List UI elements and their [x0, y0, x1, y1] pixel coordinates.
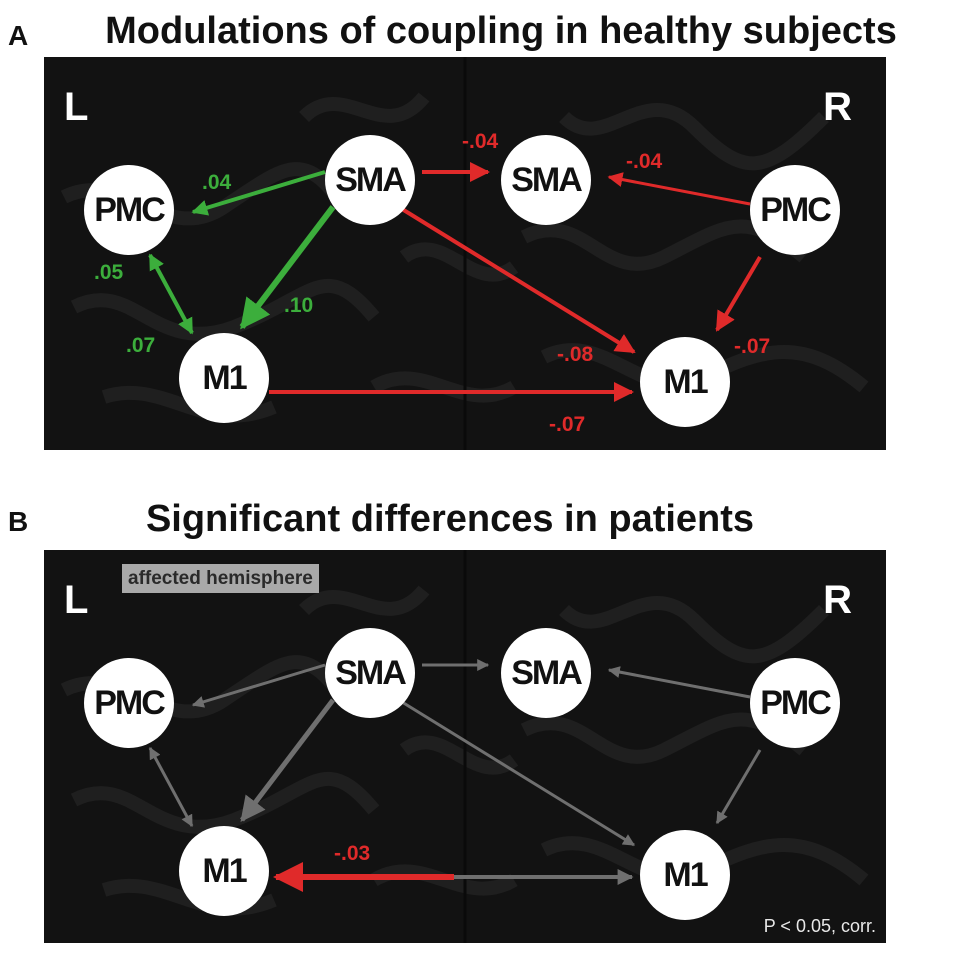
edge-pmc-l-m1-l: [148, 253, 194, 335]
weight-m1-l-to-m1-r: -.07: [549, 413, 586, 436]
node-b-m1-right: M1: [640, 830, 730, 920]
node-pmc-left: PMC: [84, 165, 174, 255]
weight-m1-l-to-pmc-l: .07: [126, 334, 156, 357]
edge-b-sma-l-to-pmc-l: [191, 663, 326, 708]
panel-b-brain-texture: [60, 550, 869, 943]
edge-b-sma-l-to-m1-r: [401, 700, 636, 847]
weight-sma-l-to-sma-r: -.04: [462, 130, 499, 153]
node-b-pmc-right: PMC: [750, 658, 840, 748]
panel-b-hemisphere-left: L: [64, 578, 89, 622]
edge-sma-l-to-pmc-l: [191, 170, 326, 216]
panel-b-title: Significant differences in patients: [145, 498, 755, 540]
weight-pmc-r-to-sma-r: -.04: [626, 150, 663, 173]
node-sma-left: SMA: [325, 135, 415, 225]
weight-sma-l-to-m1-l: .10: [284, 294, 314, 317]
weight-pmc-r-to-m1-r: -.07: [734, 335, 771, 358]
node-b-sma-right: SMA: [501, 628, 591, 718]
panel-a-hemisphere-right: R: [823, 85, 852, 129]
node-b-m1-left: M1: [179, 826, 269, 916]
edge-sma-l-to-m1-r: [400, 207, 636, 354]
panel-b-letter: B: [8, 506, 29, 537]
node-b-pmc-left: PMC: [84, 658, 174, 748]
panel-a-title: Modulations of coupling in healthy subje…: [105, 10, 897, 52]
node-pmc-right: PMC: [750, 165, 840, 255]
panel-a-brain-texture: [60, 57, 869, 450]
edge-b-pmc-r-to-m1-r: [715, 749, 762, 825]
node-m1-left: M1: [179, 333, 269, 423]
weight-sma-l-to-m1-r: -.08: [557, 343, 594, 366]
panel-b-brain-image: L R affected hemisphere SMA SMA PMC PMC …: [44, 550, 886, 943]
panel-a-hemisphere-left: L: [64, 85, 89, 129]
node-b-sma-left: SMA: [325, 628, 415, 718]
edge-pmc-r-to-m1-r: [715, 255, 762, 332]
panel-a-brain-image: L R SMA SMA PMC PMC M1 M1 .04 .05 .07 .1…: [44, 57, 886, 450]
edge-sma-l-to-m1-l: [239, 205, 336, 330]
edge-b-sma-l-to-m1-l: [240, 698, 335, 822]
node-sma-right: SMA: [501, 135, 591, 225]
panel-a-letter: A: [8, 20, 29, 51]
panel-b-hemisphere-right: R: [823, 578, 852, 622]
weight-pmc-l-to-m1-l: .05: [94, 261, 124, 284]
weight-sma-l-to-pmc-l: .04: [202, 171, 232, 194]
affected-hemisphere-label: affected hemisphere: [122, 564, 319, 593]
edge-pmc-r-to-sma-r: [607, 172, 751, 206]
edge-b-pmc-r-to-sma-r: [607, 666, 751, 699]
weight-b-m1-r-to-m1-l: -.03: [334, 842, 371, 865]
node-m1-right: M1: [640, 337, 730, 427]
significance-footnote: P < 0.05, corr.: [763, 916, 876, 936]
edge-b-pmc-l-m1-l: [148, 746, 194, 828]
